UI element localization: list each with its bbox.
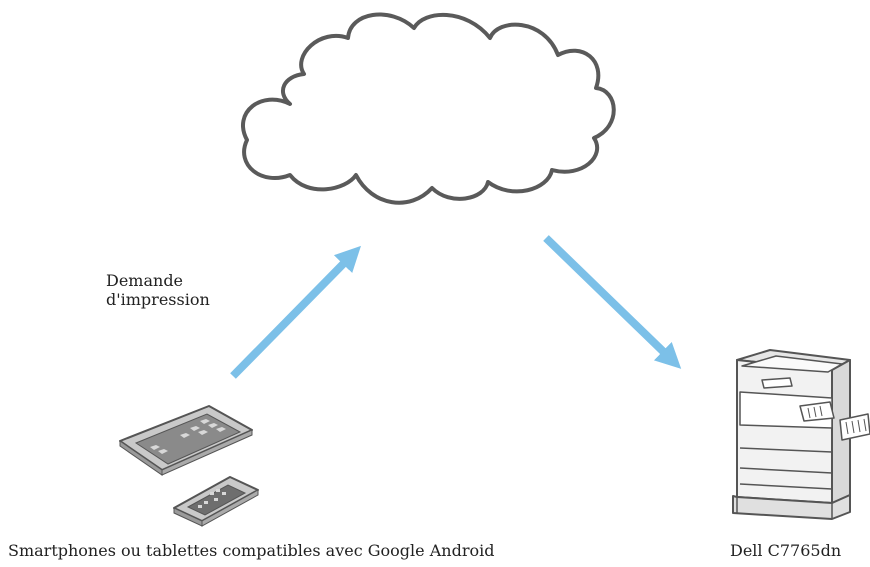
print-request-label: Demande d'impression	[106, 271, 210, 309]
tablet-icon	[119, 405, 253, 476]
print-request-line-1: Demande	[106, 271, 184, 290]
print-request-line-2: d'impression	[106, 290, 210, 309]
printer-caption: Dell C7765dn	[730, 541, 842, 560]
devices-caption: Smartphones ou tablettes compatibles ave…	[8, 541, 495, 560]
smartphone-icon	[173, 476, 259, 527]
cloud-icon	[241, 12, 616, 205]
printer-icon	[732, 349, 870, 520]
upload-arrow	[230, 245, 361, 379]
download-arrow	[543, 235, 682, 369]
